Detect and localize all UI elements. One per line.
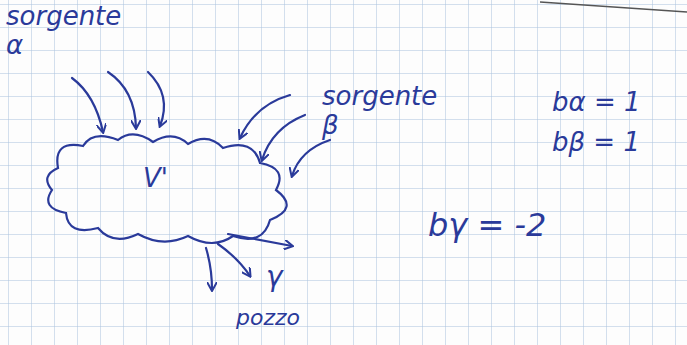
sink-symbol: γ xyxy=(266,262,283,293)
cloud-outline xyxy=(38,128,303,250)
coefficient: bα = 1 xyxy=(552,88,641,117)
volume-name: V' xyxy=(143,163,168,193)
volume-cloud: V' xyxy=(38,128,303,250)
sink-label: pozzo xyxy=(236,306,300,330)
coefficient: bβ = 1 xyxy=(552,128,640,157)
source-label: sorgente α xyxy=(6,2,126,59)
source-label: sorgente β xyxy=(322,82,447,139)
coefficient: bγ = -2 xyxy=(428,208,546,243)
